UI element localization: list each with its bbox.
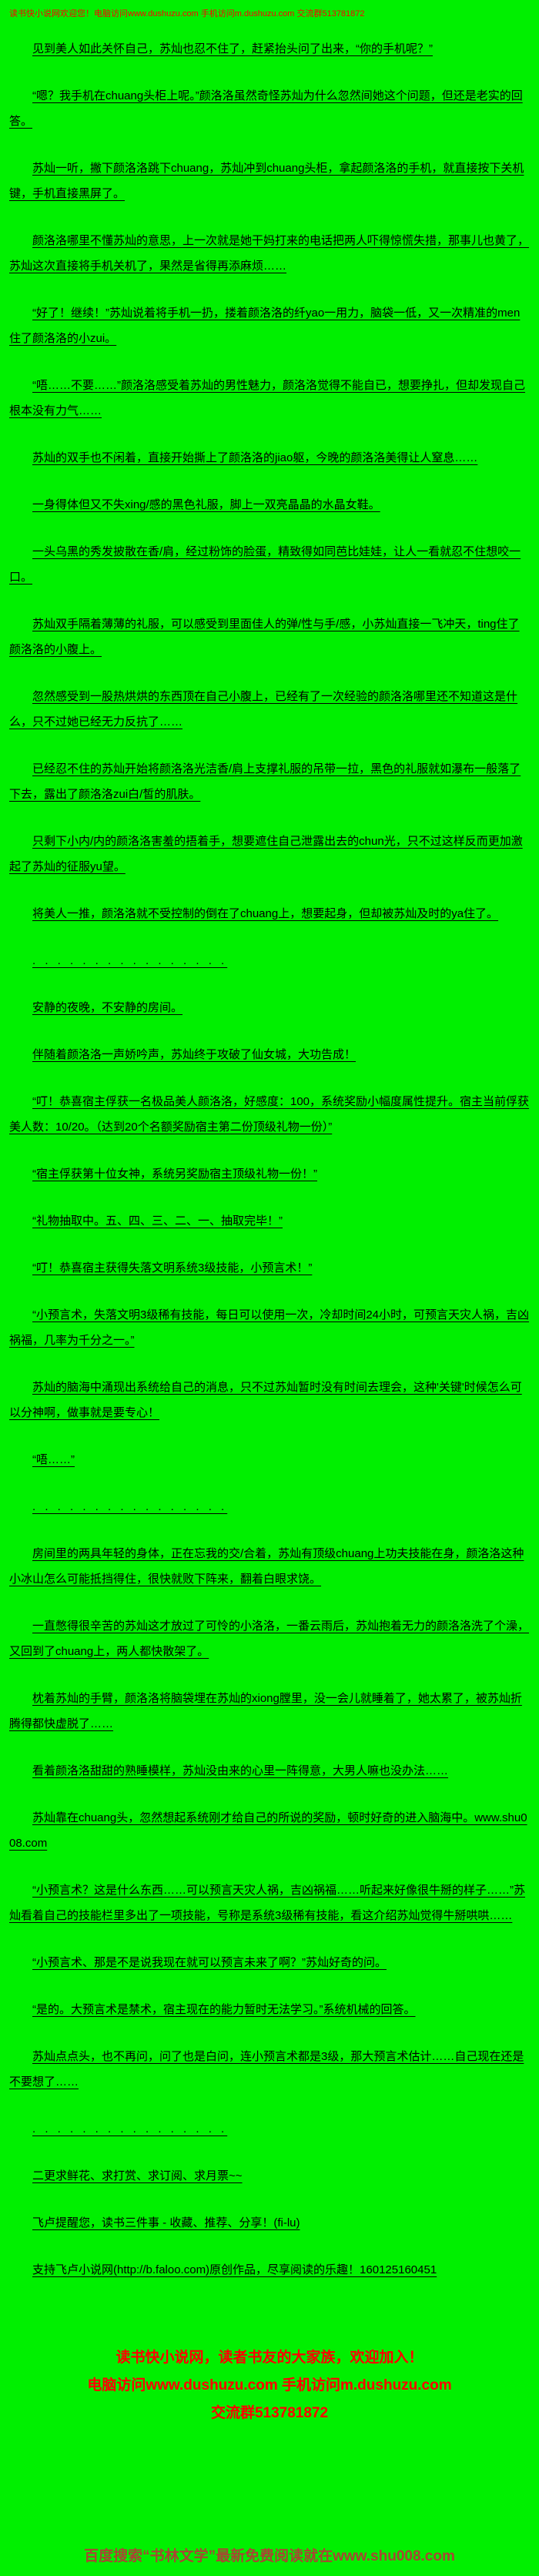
site-notice-top: 读书快小说网欢迎您！电脑访问www.dushuzu.com 手机访问m.dush…: [9, 9, 365, 18]
chapter-paragraph: “礼物抽取中。五、四、三、二、一、抽取完毕！”: [32, 1214, 283, 1228]
baidu-search-line: 百度搜索“书林文学”最新免费阅读就在www.shu008.com: [84, 2548, 455, 2564]
chapter-paragraph: . . . . . . . . . . . . . . . .: [32, 1499, 228, 1513]
site-footer: 读书快小说网，读者书友的大家族，欢迎加入！ 电脑访问www.dushuzu.com…: [9, 2344, 530, 2427]
chapter-paragraph: 苏灿一听，撇下颜洛洛跳下chuang，苏灿冲到chuang头柜，拿起颜洛洛的手机…: [9, 161, 524, 200]
chapter-paragraph: 苏灿的脑海中涌现出系统给自己的消息，只不过苏灿暂时没有时间去理会，这种'关键'时…: [9, 1380, 522, 1419]
chapter-paragraph: “小预言术？这是什么东西……可以预言天灾人祸，吉凶祸福……听起来好像很牛掰的样子…: [9, 1883, 525, 1922]
chapter-paragraph: 一直憋得很辛苦的苏灿这才放过了可怜的小洛洛，一番云雨后，苏灿抱着无力的颜洛洛洗了…: [9, 1619, 530, 1658]
chapter-paragraph: 苏灿靠在chuang头，忽然想起系统刚才给自己的所说的奖励，顿时好奇的进入脑海中…: [9, 1811, 527, 1850]
chapter-paragraph: 苏灿双手隔着薄薄的礼服，可以感受到里面佳人的弹/性与手/感，小苏灿直接一飞冲天，…: [9, 617, 520, 656]
chapter-paragraph: 安静的夜晚，不安静的房间。: [32, 1000, 183, 1014]
chapter-paragraph: 飞卢提醒您，读书三件事 - 收藏、推荐、分享！(fi-lu): [32, 2216, 300, 2229]
footer-line: 交流群513781872: [210, 2404, 329, 2421]
chapter-paragraph: 一身得体但又不失xing/感的黑色礼服，脚上一双亮晶晶的水晶女鞋。: [32, 497, 380, 511]
chapter-paragraph: 见到美人如此关怀自己，苏灿也忍不住了，赶紧抬头问了出来，“你的手机呢？”: [32, 42, 433, 55]
chapter-paragraph: 颜洛洛哪里不懂苏灿的意思，上一次就是她干妈打来的电话把两人吓得惊慌失措，那事儿也…: [9, 233, 530, 273]
chapter-paragraph: “嗯？我手机在chuang头柜上呢。”颜洛洛虽然奇怪苏灿为什么忽然间她这个问题，…: [9, 89, 523, 128]
chapter-paragraph: . . . . . . . . . . . . . . . .: [32, 953, 228, 967]
chapter-content: 见到美人如此关怀自己，苏灿也忍不住了，赶紧抬头问了出来，“你的手机呢？” “嗯？我…: [9, 36, 530, 2283]
chapter-paragraph: 看着颜洛洛甜甜的熟睡模样，苏灿没由来的心里一阵得意，大男人嘛也没办法……: [32, 1764, 449, 1777]
chapter-paragraph: “叮！恭喜宿主获得失落文明系统3级技能，小预言术！”: [32, 1261, 313, 1275]
chapter-paragraph: 忽然感受到一股热烘烘的东西顶在自己小腹上，已经有了一次经验的颜洛洛哪里还不知道这…: [9, 689, 518, 729]
chapter-paragraph: “好了！继续！”苏灿说着将手机一扔，搂着颜洛洛的纤yao一用力，脑袋一低，又一次…: [9, 306, 521, 345]
chapter-paragraph: 已经忍不住的苏灿开始将颜洛洛光洁香/肩上支撑礼服的吊带一拉，黑色的礼服就如瀑布一…: [9, 762, 521, 801]
chapter-paragraph: 二更求鲜花、求打赏、求订阅、求月票~~: [32, 2169, 243, 2182]
chapter-paragraph: “是的。大预言术是禁术，宿主现在的能力暂时无法学习。”系统机械的回答。: [32, 2002, 416, 2016]
chapter-paragraph: “唔……”: [32, 1452, 75, 1466]
chapter-paragraph: “唔……不要……”颜洛洛感受着苏灿的男性魅力，颜洛洛觉得不能自已，想要挣扎，但却…: [9, 378, 525, 417]
chapter-paragraph: 将美人一推，颜洛洛就不受控制的倒在了chuang上，想要起身，但却被苏灿及时的y…: [32, 906, 499, 920]
chapter-paragraph: 苏灿点点头，也不再问，问了也是白问，连小预言术都是3级，那大预言术估计……自己现…: [9, 2049, 524, 2089]
chapter-paragraph: 一头乌黑的秀发披散在香/肩，经过粉饰的脸蛋，精致得如同芭比娃娃，让人一看就忍不住…: [9, 544, 521, 584]
chapter-paragraph: 支持飞卢小说网(http://b.faloo.com)原创作品，尽享阅读的乐趣！…: [32, 2263, 437, 2276]
chapter-paragraph: “小预言术，失落文明3级稀有技能，每日可以使用一次，冷却时间24小时，可预言天灾…: [9, 1308, 530, 1347]
chapter-paragraph: 苏灿的双手也不闲着，直接开始撕上了颜洛洛的jiao躯，今晚的颜洛洛美得让人窒息……: [32, 451, 478, 464]
chapter-paragraph: . . . . . . . . . . . . . . . .: [32, 2122, 228, 2136]
chapter-paragraph: “叮！恭喜宿主俘获一名极品美人颜洛洛，好感度：100，系统奖励小幅度属性提升。宿…: [9, 1094, 530, 1134]
chapter-paragraph: 枕着苏灿的手臂，颜洛洛将脑袋埋在苏灿的xiong膛里，没一会儿就睡着了，她太累了…: [9, 1691, 522, 1730]
chapter-paragraph: “小预言术、那是不是说我现在就可以预言未来了啊？”苏灿好奇的问。: [32, 1955, 387, 1969]
footer-lines: 读书快小说网，读者书友的大家族，欢迎加入！ 电脑访问www.dushuzu.com…: [9, 2344, 530, 2427]
footer-line: 电脑访问www.dushuzu.com 手机访问m.dushuzu.com: [87, 2377, 452, 2393]
chapter-paragraph: 伴随着颜洛洛一声娇吟声，苏灿终于攻破了仙女城，大功告成！: [32, 1047, 357, 1061]
chapter-paragraph: 房间里的两具年轻的身体，正在忘我的交/合着，苏灿有顶级chuang上功夫技能在身…: [9, 1546, 524, 1586]
chapter-paragraph: 只剩下小内/内的颜洛洛害羞的捂着手，想要遮住自己泄露出去的chun光，只不过这样…: [9, 834, 523, 873]
footer-line: 读书快小说网，读者书友的大家族，欢迎加入！: [116, 2349, 424, 2366]
chapter-paragraph: “宿主俘获第十位女神，系统另奖励宿主顶级礼物一份！”: [32, 1167, 317, 1181]
